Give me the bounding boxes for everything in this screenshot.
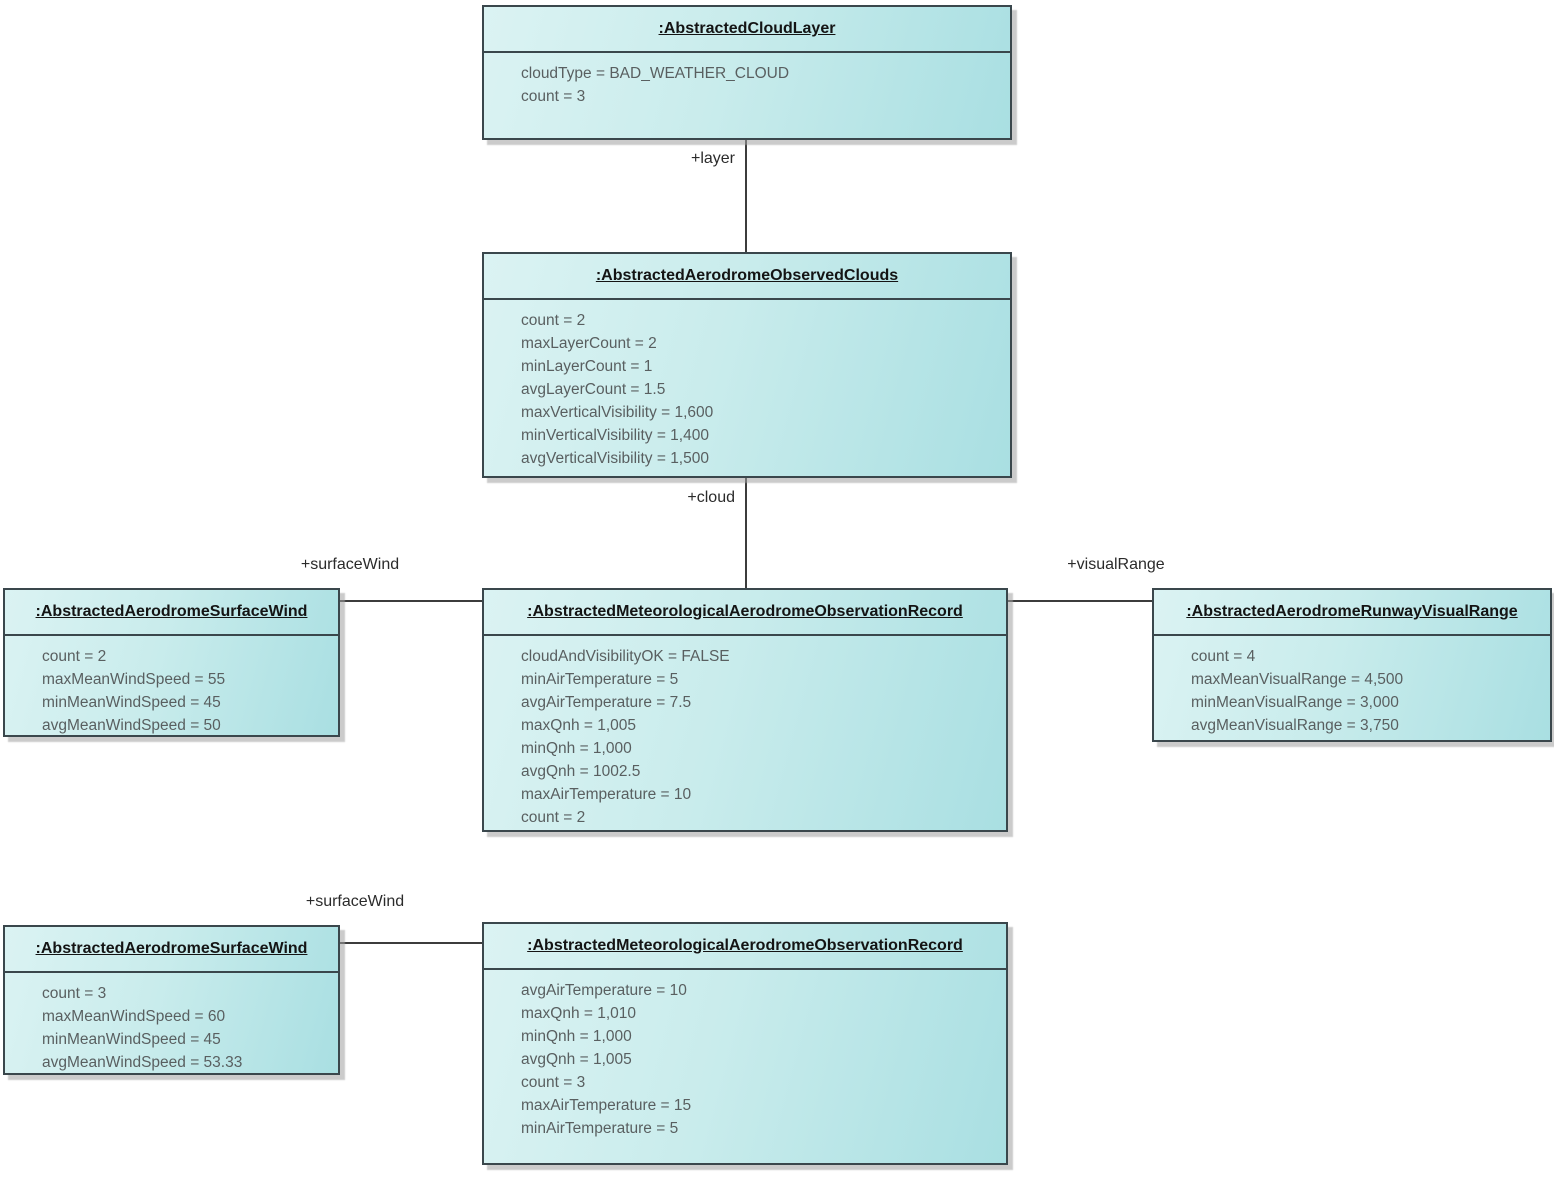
object-attributes: cloudAndVisibilityOK = FALSE minAirTempe… — [484, 636, 1006, 829]
attribute-line: minAirTemperature = 5 — [521, 1120, 679, 1137]
attribute-line: maxQnh = 1,010 — [521, 1005, 637, 1022]
object-abstracted-meteorological-aerodrome-observation-record-1[interactable]: :AbstractedMeteorologicalAerodromeObserv… — [482, 588, 1008, 832]
attribute-line: count = 2 — [521, 312, 586, 329]
object-title: :AbstractedAerodromeRunwayVisualRange — [1154, 590, 1550, 636]
connector-cloud-line — [745, 478, 747, 588]
object-title: :AbstractedAerodromeSurfaceWind — [5, 590, 338, 636]
object-attributes: count = 2 maxLayerCount = 2 minLayerCoun… — [484, 300, 1010, 470]
connector-surface-wind-2-label: +surfaceWind — [305, 893, 405, 910]
attribute-line: avgMeanWindSpeed = 50 — [42, 717, 221, 734]
attribute-line: count = 3 — [42, 985, 107, 1002]
attribute-line: minMeanWindSpeed = 45 — [42, 694, 221, 711]
object-abstracted-aerodrome-surface-wind-1[interactable]: :AbstractedAerodromeSurfaceWind count = … — [3, 588, 340, 737]
object-abstracted-aerodrome-observed-clouds[interactable]: :AbstractedAerodromeObservedClouds count… — [482, 252, 1012, 478]
attribute-line: count = 4 — [1191, 648, 1256, 665]
attribute-line: cloudType = BAD_WEATHER_CLOUD — [521, 65, 790, 82]
attribute-line: maxMeanVisualRange = 4,500 — [1191, 671, 1404, 688]
connector-visual-range-label: +visualRange — [1067, 556, 1165, 573]
object-title: :AbstractedMeteorologicalAerodromeObserv… — [484, 590, 1006, 636]
object-abstracted-meteorological-aerodrome-observation-record-2[interactable]: :AbstractedMeteorologicalAerodromeObserv… — [482, 922, 1008, 1165]
attribute-line: maxLayerCount = 2 — [521, 335, 657, 352]
connector-cloud-label: +cloud — [687, 489, 735, 506]
connector-surface-wind-1-line — [340, 600, 482, 602]
object-attributes: cloudType = BAD_WEATHER_CLOUD count = 3 — [484, 53, 1010, 108]
connector-layer-line — [745, 140, 747, 252]
attribute-line: maxAirTemperature = 10 — [521, 786, 692, 803]
attribute-line: minMeanWindSpeed = 45 — [42, 1031, 221, 1048]
attribute-line: cloudAndVisibilityOK = FALSE — [521, 648, 730, 665]
attribute-line: count = 3 — [521, 88, 586, 105]
attribute-line: maxAirTemperature = 15 — [521, 1097, 692, 1114]
attribute-line: avgQnh = 1,005 — [521, 1051, 632, 1068]
attribute-line: count = 3 — [521, 1074, 586, 1091]
attribute-line: maxQnh = 1,005 — [521, 717, 637, 734]
attribute-line: avgQnh = 1002.5 — [521, 763, 641, 780]
attribute-line: minLayerCount = 1 — [521, 358, 653, 375]
object-title: :AbstractedAerodromeSurfaceWind — [5, 927, 338, 973]
object-abstracted-aerodrome-surface-wind-2[interactable]: :AbstractedAerodromeSurfaceWind count = … — [3, 925, 340, 1075]
connector-surface-wind-1-label: +surfaceWind — [300, 556, 400, 573]
object-attributes: count = 2 maxMeanWindSpeed = 55 minMeanW… — [5, 636, 338, 737]
object-title: :AbstractedMeteorologicalAerodromeObserv… — [484, 924, 1006, 970]
attribute-line: maxMeanWindSpeed = 60 — [42, 1008, 226, 1025]
attribute-line: avgMeanWindSpeed = 53.33 — [42, 1054, 243, 1071]
attribute-line: minAirTemperature = 5 — [521, 671, 679, 688]
attribute-line: count = 2 — [42, 648, 107, 665]
object-attributes: avgAirTemperature = 10 maxQnh = 1,010 mi… — [484, 970, 1006, 1140]
attribute-line: minQnh = 1,000 — [521, 1028, 632, 1045]
attribute-line: avgVerticalVisibility = 1,500 — [521, 450, 709, 467]
attribute-line: avgAirTemperature = 7.5 — [521, 694, 692, 711]
connector-surface-wind-2-line — [340, 942, 482, 944]
object-abstracted-cloud-layer[interactable]: :AbstractedCloudLayer cloudType = BAD_WE… — [482, 5, 1012, 140]
attribute-line: avgLayerCount = 1.5 — [521, 381, 666, 398]
connector-visual-range-line — [1008, 600, 1152, 602]
attribute-line: count = 2 — [521, 809, 586, 826]
attribute-line: avgMeanVisualRange = 3,750 — [1191, 717, 1399, 734]
connector-layer-label: +layer — [690, 150, 735, 167]
object-title: :AbstractedCloudLayer — [484, 7, 1010, 53]
attribute-line: minMeanVisualRange = 3,000 — [1191, 694, 1399, 711]
object-title: :AbstractedAerodromeObservedClouds — [484, 254, 1010, 300]
attribute-line: minVerticalVisibility = 1,400 — [521, 427, 709, 444]
attribute-line: maxMeanWindSpeed = 55 — [42, 671, 226, 688]
object-attributes: count = 4 maxMeanVisualRange = 4,500 min… — [1154, 636, 1550, 737]
attribute-line: minQnh = 1,000 — [521, 740, 632, 757]
attribute-line: maxVerticalVisibility = 1,600 — [521, 404, 714, 421]
attribute-line: avgAirTemperature = 10 — [521, 982, 687, 999]
object-attributes: count = 3 maxMeanWindSpeed = 60 minMeanW… — [5, 973, 338, 1074]
object-abstracted-aerodrome-runway-visual-range[interactable]: :AbstractedAerodromeRunwayVisualRange co… — [1152, 588, 1552, 742]
